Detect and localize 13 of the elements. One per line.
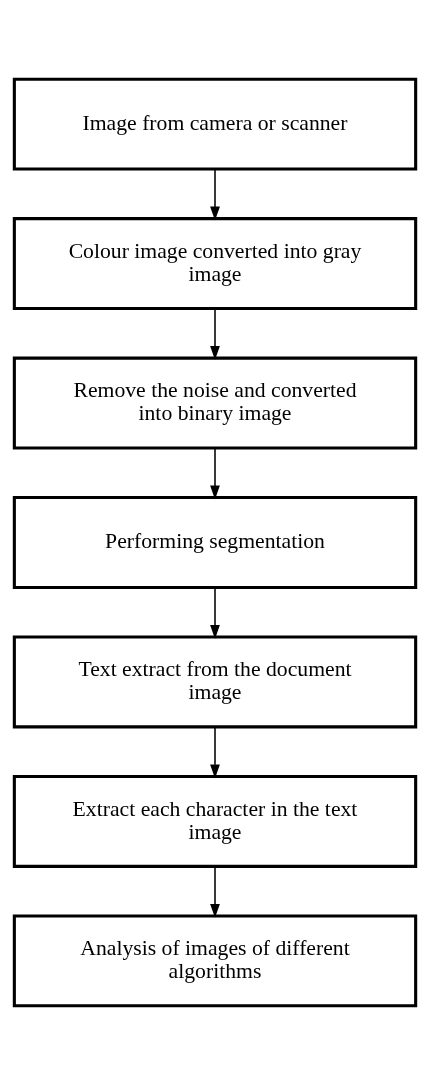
node-box: Extract each character in the text image — [12, 774, 418, 868]
node-box: Colour image converted into gray image — [12, 217, 418, 311]
arrow — [210, 866, 220, 918]
node-box: Remove the noise and converted into binary image — [12, 356, 418, 450]
arrow — [210, 308, 220, 361]
arrow — [210, 726, 220, 779]
node-box: Analysis of images of different algorithms — [12, 914, 418, 1008]
arrow — [210, 587, 220, 639]
arrow — [210, 168, 220, 221]
node-box: Text extract from the document image — [12, 635, 418, 729]
node-box: Image from camera or scanner — [12, 77, 418, 171]
node-box: Performing segmentation — [12, 496, 418, 589]
arrow — [210, 447, 220, 500]
